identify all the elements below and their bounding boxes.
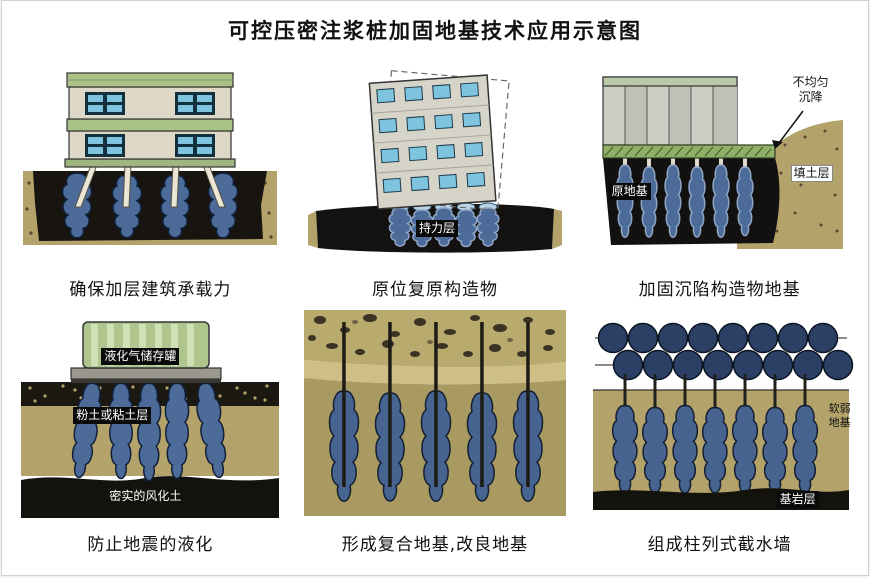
panel-caption: 加固沉陷构造物地基	[638, 280, 801, 300]
illustration-in-situ-restore: 持力层	[300, 53, 570, 268]
settlement-arrow	[771, 110, 804, 149]
illustration-cutoff-wall: 基岩层 软弱地基	[585, 308, 855, 523]
pile-rods	[623, 374, 807, 412]
tank-label: 液化气储存罐	[101, 348, 180, 365]
fill-layer-label: 填土层	[790, 165, 833, 182]
pile-rods	[622, 158, 747, 170]
pile-rods	[342, 322, 530, 487]
composite-foundation-drawing	[303, 310, 566, 516]
illustration-prevent-liquefaction: 液化气储存罐 粉土或粘土层 密实的风化土	[15, 308, 285, 523]
plan-view-pile-rows	[594, 322, 853, 381]
panel-caption: 组成柱列式截水墙	[647, 535, 792, 555]
panel-caption: 形成复合地基,改良地基	[341, 535, 529, 555]
gravel-stones	[307, 314, 555, 357]
diagram-title: 可控压密注浆桩加固地基技术应用示意图	[228, 19, 642, 43]
reinforce-settled-drawing	[602, 76, 843, 249]
soil-layer	[23, 171, 278, 245]
dense-weathered-label: 密实的风化土	[109, 489, 182, 503]
illustration-reinforce-settled: 不均匀沉降 原地基 填土层	[585, 53, 855, 268]
foundation-slab-hatched	[602, 144, 776, 159]
original-foundation-label: 原地基	[608, 183, 651, 200]
panel-caption: 防止地震的液化	[87, 535, 214, 555]
dense-weathered-layer	[21, 476, 280, 518]
panel-composite-foundation: 形成复合地基,改良地基	[293, 308, 578, 555]
ensure-bearing-drawing	[23, 72, 278, 245]
illustration-ensure-bearing	[15, 53, 285, 268]
illustration-composite-foundation	[300, 308, 570, 523]
silt-clay-label: 粉土或粘土层	[73, 407, 152, 424]
building	[368, 74, 497, 210]
panel-prevent-liquefaction: 液化气储存罐 粉土或粘土层 密实的风化土 防止地震的液化	[8, 308, 293, 555]
panel-caption: 原位复原构造物	[371, 280, 498, 300]
panel-cutoff-wall: 基岩层 软弱地基 组成柱列式截水墙	[577, 308, 862, 555]
panel-reinforce-settled: 不均匀沉降 原地基 填土层 加固沉陷构造物地基	[577, 53, 862, 300]
panel-grid: 确保加层建筑承载力	[2, 53, 868, 555]
panel-ensure-bearing: 确保加层建筑承载力	[8, 53, 293, 300]
uneven-settlement-label: 不均匀沉降	[790, 75, 831, 105]
soft-ground-label: 软弱地基	[828, 402, 851, 429]
panel-caption: 确保加层建筑承载力	[69, 280, 232, 300]
cutoff-wall-drawing	[592, 322, 853, 510]
panel-in-situ-restore: 持力层 原位复原构造物	[293, 53, 578, 300]
bearing-layer-label: 持力层	[415, 220, 458, 237]
bedrock-label: 基岩层	[776, 491, 819, 508]
retaining-wall	[602, 76, 738, 146]
